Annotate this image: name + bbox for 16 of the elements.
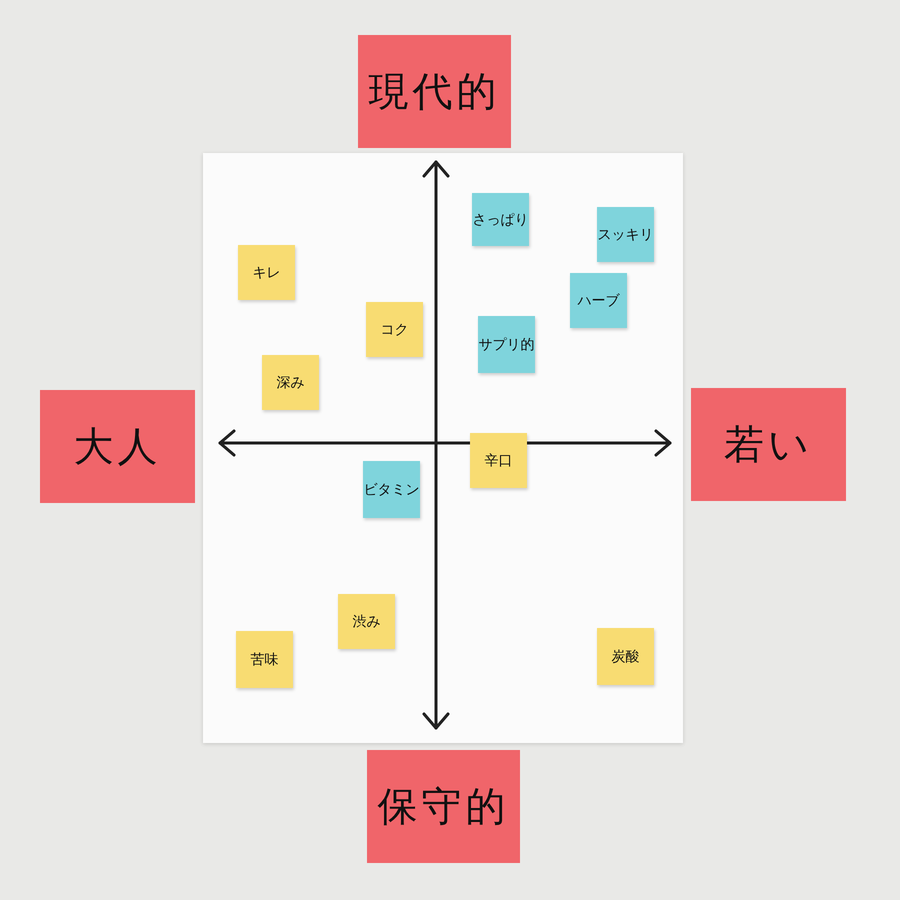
sticky-note: 辛口 xyxy=(470,433,527,488)
sticky-note: ビタミン xyxy=(363,461,420,518)
sticky-note: 渋み xyxy=(338,594,395,649)
axis-label-card: 若い xyxy=(691,388,846,501)
sticky-note: スッキリ xyxy=(597,207,654,262)
axis-label-card: 大人 xyxy=(40,390,195,503)
sticky-note: ハーブ xyxy=(570,273,627,328)
sticky-note: さっぱり xyxy=(472,193,529,246)
sticky-note: キレ xyxy=(238,245,295,300)
axis-label-card: 現代的 xyxy=(358,35,511,148)
axis-label-card: 保守的 xyxy=(367,750,520,863)
sticky-note: サプリ的 xyxy=(478,316,535,373)
sticky-note: 炭酸 xyxy=(597,628,654,685)
sticky-note: コク xyxy=(366,302,423,357)
sticky-note: 苦味 xyxy=(236,631,293,688)
sticky-note: 深み xyxy=(262,355,319,410)
